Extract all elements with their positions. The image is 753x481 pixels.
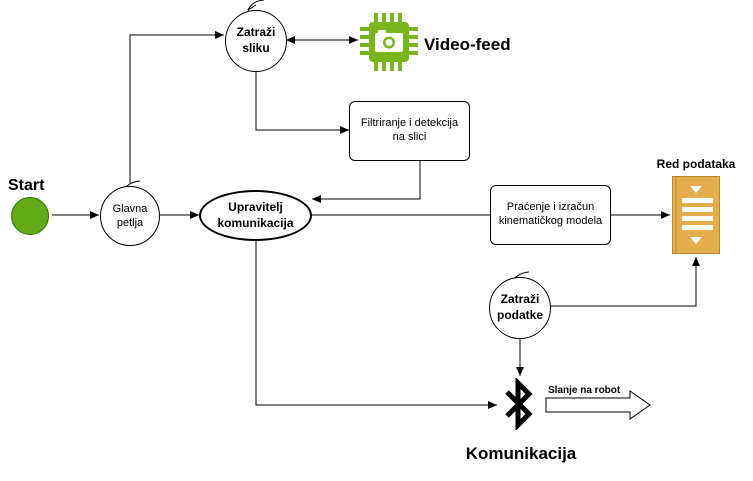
start-label: Start — [8, 177, 45, 194]
filtering-process: Filtriranje i detekcija na slici — [349, 101, 470, 161]
video-feed-label: Video-feed — [424, 35, 511, 54]
comm-manager-node: Upravitelj komunikacija — [199, 190, 312, 241]
edge-request-data-to-queue — [551, 257, 700, 307]
edge-main-loop-to-request-image — [129, 31, 224, 183]
arrow-outline-icon — [545, 390, 651, 420]
start-node — [11, 197, 49, 235]
send-to-robot-label: Slanje na robot — [548, 385, 621, 396]
edge-comm-manager-to-communication — [255, 240, 497, 409]
data-queue-label: Red podataka — [656, 157, 736, 171]
main-loop-node: Glavna petlja — [100, 186, 160, 246]
queue-icon — [672, 176, 720, 254]
request-image-node: Zatraži sliku — [225, 10, 287, 72]
chip-camera-icon — [360, 13, 418, 71]
request-data-node: Zatraži podatke — [489, 277, 551, 339]
communication-label: Komunikacija — [465, 444, 577, 463]
edge-filtering-to-comm-manager — [312, 161, 421, 203]
tracking-process: Praćenje i izračun kinematičkog modela — [490, 185, 611, 245]
bluetooth-icon — [505, 378, 533, 430]
edge-request-image-to-filtering — [255, 71, 349, 134]
